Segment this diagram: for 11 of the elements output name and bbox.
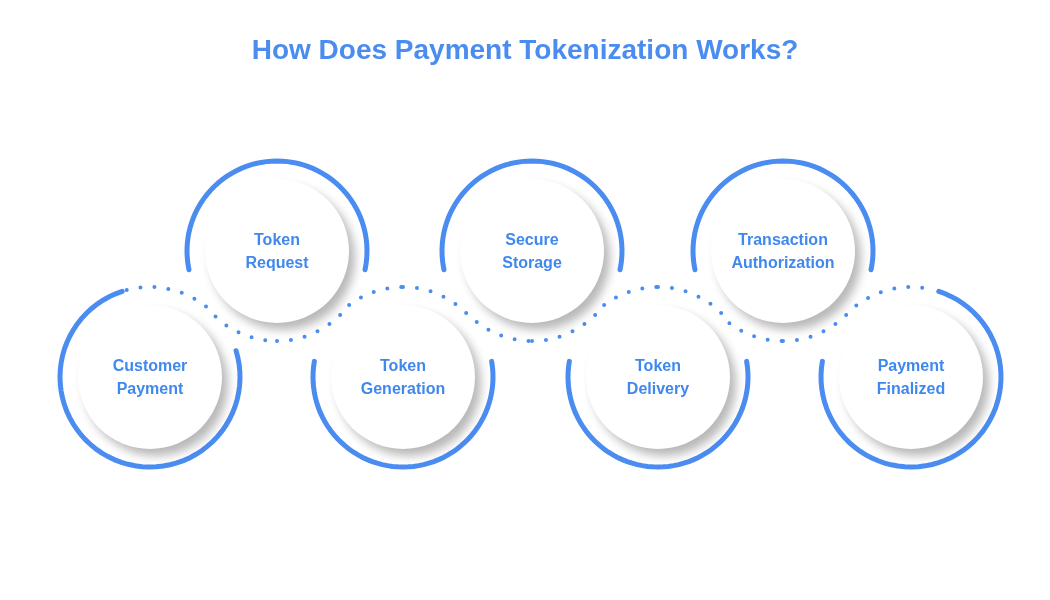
diagram-title: How Does Payment Tokenization Works? [250,34,800,66]
node-label: Payment Finalized [876,356,946,399]
dotted-connector [275,285,405,343]
node-label: Customer Payment [112,356,188,399]
dotted-connector [656,285,785,343]
node-label: Token Generation [360,356,446,399]
dotted-connector [530,285,660,343]
node-label: Token Request [245,230,309,273]
node-label: Secure Storage [502,230,562,273]
node-label: Transaction Authorization [731,230,835,273]
node-label: Token Delivery [626,356,690,399]
